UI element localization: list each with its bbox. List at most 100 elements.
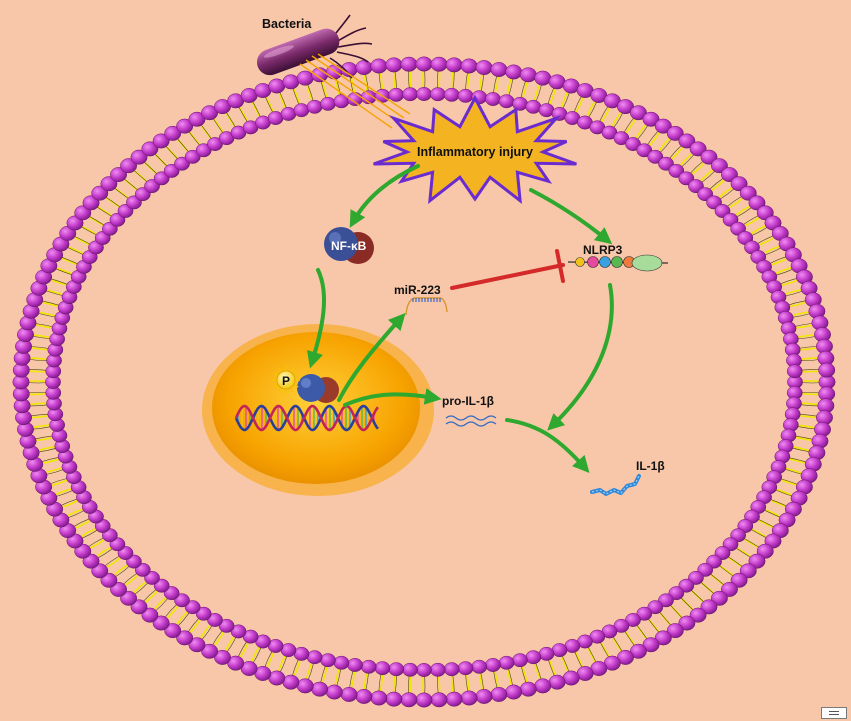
lipid-head (642, 111, 660, 127)
dna-strand (234, 404, 379, 432)
lipid-head (120, 158, 138, 174)
lipid-head (374, 661, 391, 676)
lipid-head (347, 658, 363, 672)
arrow-nlrp3-to-cleavage (547, 283, 614, 431)
lipid-head (534, 70, 552, 86)
lipid-head (629, 105, 647, 121)
lipid-head (400, 56, 418, 72)
lipid-head (490, 62, 508, 78)
lipid-head (311, 681, 329, 697)
dna-double-helix-icon (234, 404, 379, 432)
lipid-head (370, 58, 388, 74)
lipid-head (340, 686, 358, 702)
lipid-head (360, 659, 377, 674)
mir223-hairpin-icon (405, 297, 448, 316)
lipid-head (818, 362, 836, 378)
arrow-nucleus-to-mir223 (337, 313, 406, 402)
lipid-head (416, 87, 432, 101)
lipid-head (678, 615, 696, 631)
lipid-head (475, 688, 493, 704)
lipid-head (402, 87, 418, 102)
lipid-head (176, 630, 194, 646)
lipid-head (689, 607, 707, 623)
phosphate-ray (273, 384, 278, 388)
lipid-head (415, 692, 433, 708)
lipid-head (457, 88, 474, 103)
lipid-head (642, 637, 660, 653)
lipid-head (430, 56, 448, 72)
phosphate-ray (294, 384, 299, 388)
pro-il1b-transcript-icon (445, 415, 497, 427)
lipid-head (306, 99, 323, 114)
cell-membrane (12, 56, 836, 708)
lipid-head (184, 149, 201, 164)
phosphate-badge (272, 366, 300, 394)
phosphate-ray (278, 388, 282, 393)
lipid-heads (12, 56, 836, 708)
lipid-head (457, 661, 474, 676)
lipid-head (505, 684, 523, 700)
lipid-head (636, 606, 653, 621)
lipid-head (370, 690, 388, 706)
phospho-nfkb-icon (297, 374, 339, 403)
lipid-head (296, 678, 314, 694)
arrow-nucleus-to-pro-il1b (343, 388, 442, 407)
lipid-head (293, 103, 310, 118)
lipid-head (152, 133, 170, 149)
lipid-head (355, 688, 373, 704)
lipid-head (666, 125, 684, 141)
bacteria-invasion-rays (299, 53, 411, 129)
arrow-nfkb-to-nucleus (306, 268, 326, 369)
lipid-head (525, 99, 542, 114)
lipid-head (195, 143, 212, 158)
lipid-head (471, 659, 488, 674)
lipid-head (176, 118, 194, 134)
lipid-head (164, 125, 182, 141)
lipid-head (188, 111, 206, 127)
lipid-head (141, 607, 159, 623)
lipid-head (385, 57, 403, 73)
lipid-head (282, 74, 300, 90)
bacteria-label: Bacteria (262, 17, 312, 31)
lipid-head (700, 149, 718, 165)
nlrp3-domain-chain-icon (567, 254, 669, 272)
lipid-head (519, 67, 537, 83)
lipid-head (325, 684, 343, 700)
arrow-injury-to-nlrp3 (529, 188, 613, 245)
lipid-head (654, 630, 672, 646)
lipid-head (445, 691, 463, 707)
lipid-head (320, 96, 336, 111)
lipid-head (485, 92, 501, 106)
lipid-head (188, 637, 206, 653)
lipid-head (174, 156, 190, 171)
lipid-head (525, 650, 542, 665)
lipid-head (700, 599, 718, 615)
lipid-head (538, 646, 555, 661)
mir223-label: miR-223 (394, 283, 441, 297)
lipid-head (710, 590, 728, 606)
lipid-head (498, 655, 515, 670)
lipid-head (207, 613, 223, 627)
il1b-protein-icon (590, 474, 641, 496)
phosphate-ray (294, 372, 299, 376)
nfkb-complex-icon (324, 227, 374, 264)
lipid-head (306, 650, 323, 665)
lipid-head (430, 692, 448, 708)
lipid-head (678, 133, 696, 149)
lipid-head (385, 691, 403, 707)
nfkb-label: NF-κB (331, 239, 367, 253)
lipid-head (443, 662, 460, 677)
lipid-head (512, 96, 528, 111)
lipid-head (415, 56, 433, 72)
phosphate-ray (290, 388, 294, 393)
bacteria-icon (256, 14, 373, 79)
lipid-head (485, 658, 501, 672)
lipid-head (689, 141, 707, 157)
lipid-head (402, 662, 418, 677)
lipid-head (443, 87, 460, 102)
inhibition-mir223-to-nlrp3 (450, 249, 565, 290)
lipid-head (548, 674, 566, 690)
menu-button[interactable] (821, 707, 847, 719)
lipid-head (460, 58, 478, 74)
phosphate-ray (273, 372, 278, 376)
